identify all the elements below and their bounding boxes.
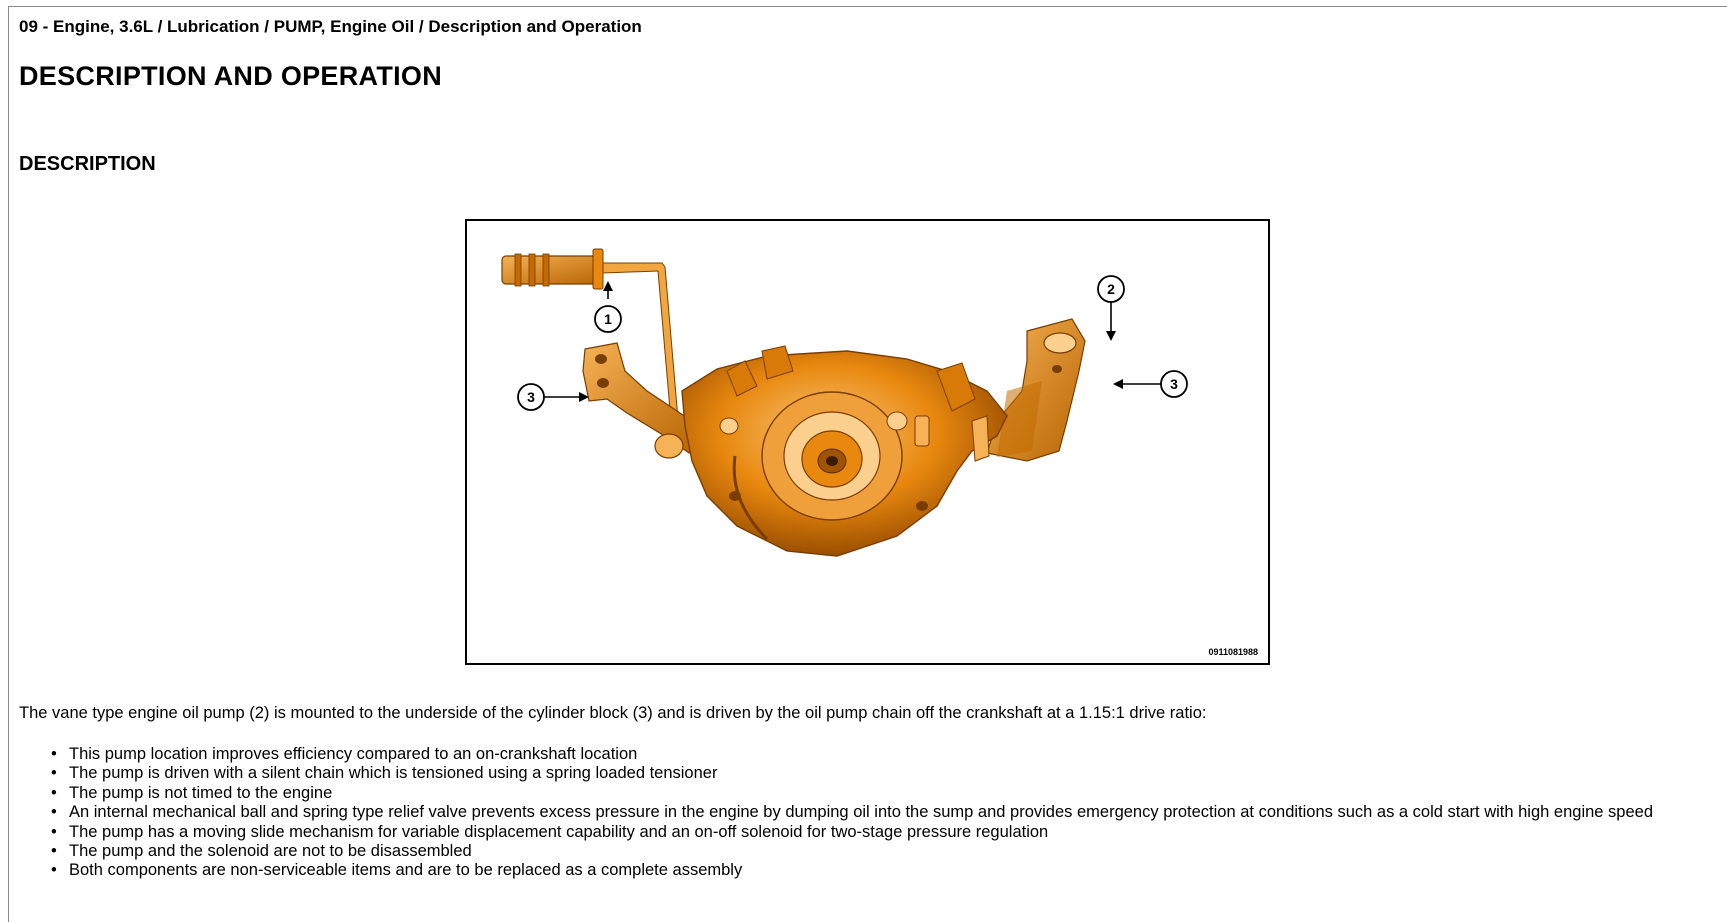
page-title: DESCRIPTION AND OPERATION: [19, 61, 443, 91]
left-mount-bracket: [582, 342, 700, 459]
list-item: Both components are non-serviceable item…: [51, 861, 1653, 881]
oil-pump-figure: 1 2 3 3 0911081988: [465, 219, 1270, 665]
callout-3-right: 3: [1113, 370, 1188, 398]
callout-1: 1: [594, 281, 622, 333]
description-bullet-list: This pump location improves efficiency c…: [51, 745, 1653, 881]
list-item: The pump has a moving slide mechanism fo…: [51, 823, 1653, 843]
section-title: DESCRIPTION: [19, 153, 156, 175]
breadcrumb: 09 - Engine, 3.6L / Lubrication / PUMP, …: [19, 17, 642, 36]
callout-3-left: 3: [517, 383, 589, 411]
list-item: This pump location improves efficiency c…: [51, 745, 1653, 765]
callout-3-left-label: 3: [527, 389, 535, 405]
pump-body: [681, 345, 1008, 557]
document-frame: [8, 6, 1727, 922]
oil-pump-illustration: 1 2 3 3: [501, 248, 1188, 557]
description-paragraph: The vane type engine oil pump (2) is mou…: [19, 704, 1207, 722]
callout-3-right-label: 3: [1170, 376, 1178, 392]
callout-1-label: 1: [604, 311, 612, 327]
callout-2: 2: [1097, 275, 1125, 341]
right-mount-bracket: [986, 318, 1086, 462]
list-item: The pump is not timed to the engine: [51, 784, 1653, 804]
list-item: The pump and the solenoid are not to be …: [51, 842, 1653, 862]
list-item: An internal mechanical ball and spring t…: [51, 803, 1653, 823]
callout-2-label: 2: [1107, 281, 1115, 297]
list-item: The pump is driven with a silent chain w…: [51, 764, 1653, 784]
figure-code: 0911081988: [1208, 647, 1258, 657]
